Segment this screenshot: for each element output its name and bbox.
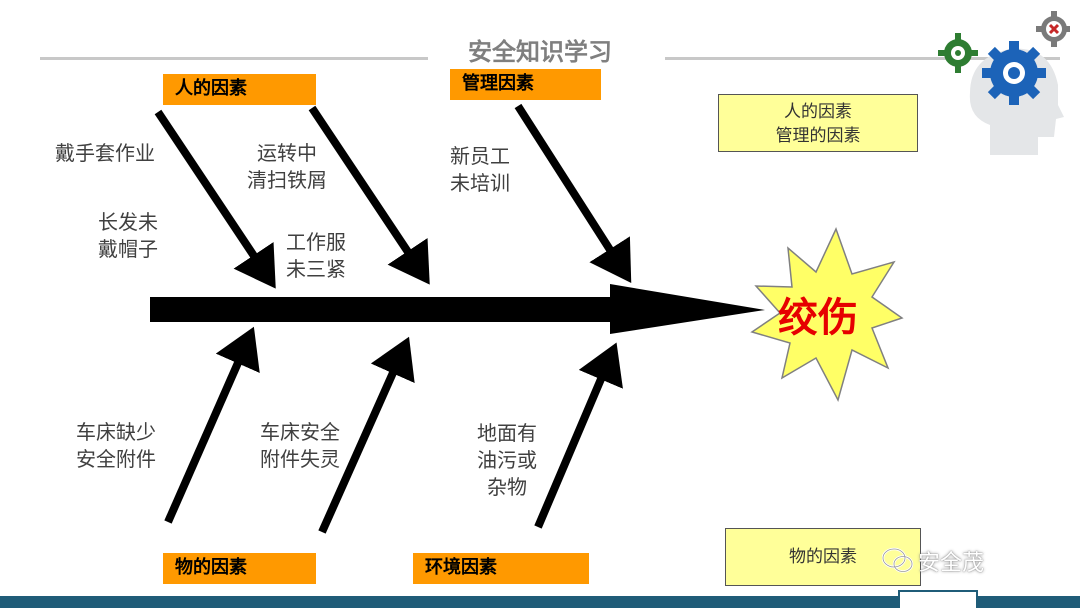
note-top: 人的因素 管理的因素 [718, 94, 918, 152]
branch-arrow-training [514, 103, 632, 283]
branch-arrow-lathe-missing [164, 326, 260, 524]
header-line-right [665, 57, 1060, 60]
branch-arrow-floor [534, 342, 623, 529]
cause-clothing: 工作服 未三紧 [286, 230, 346, 281]
cause-training: 新员工 未培训 [450, 144, 510, 195]
footer-bar [0, 596, 1080, 608]
cause-gloves: 戴手套作业 [55, 141, 155, 165]
category-person: 人的因素 [163, 74, 316, 105]
gear-head-icon [938, 11, 1070, 155]
branch-arrow-gloves [154, 109, 276, 289]
wechat-icon [882, 547, 914, 573]
category-environment: 环境因素 [413, 553, 589, 584]
page-number-tab [898, 590, 978, 608]
cause-long-hair: 长发未 戴帽子 [98, 210, 158, 261]
category-management: 管理因素 [450, 69, 601, 100]
effect-starburst [750, 227, 904, 403]
category-object: 物的因素 [163, 553, 316, 584]
header-line-left [40, 57, 428, 60]
spine-arrow-head [610, 284, 765, 334]
watermark-text: 安全茂 [918, 551, 985, 576]
note-bottom: 物的因素 [725, 528, 921, 586]
cause-lathe-failure: 车床安全 附件失灵 [260, 420, 340, 471]
cause-cleaning: 运转中 清扫铁屑 [247, 141, 327, 192]
branch-arrow-lathe-failure [318, 336, 415, 534]
cause-floor: 地面有 油污或 杂物 [477, 421, 537, 499]
cause-lathe-missing: 车床缺少 安全附件 [76, 420, 156, 471]
page-title: 安全知识学习 [468, 38, 612, 66]
branch-arrow-cleaning [308, 105, 430, 285]
effect-label: 绞伤 [778, 294, 858, 341]
spine-arrow-shaft [150, 297, 612, 322]
